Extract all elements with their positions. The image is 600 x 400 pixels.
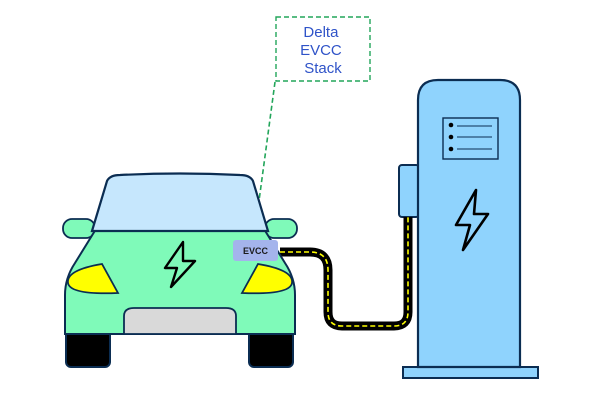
charger-lightning-icon: [454, 188, 490, 252]
electric-car: [62, 172, 298, 368]
charging-cable: [280, 217, 413, 331]
callout-line-2: EVCC: [300, 42, 342, 59]
car-grille: [123, 307, 237, 335]
car-mirror-left: [62, 218, 96, 239]
charger-screen-icon: [442, 117, 499, 160]
callout-box: [275, 16, 371, 82]
car-lightning-icon: [163, 240, 197, 289]
car-mirror-right: [264, 218, 298, 239]
car-tire-left: [65, 329, 111, 368]
charger-holster: [398, 164, 420, 218]
callout-line-1: Delta: [303, 24, 339, 41]
callout-line-3: Stack: [304, 60, 342, 77]
evcc-label: EVCC: [243, 246, 269, 256]
charging-cable-dash: [280, 217, 409, 327]
charger-base: [402, 366, 539, 379]
evcc-module[interactable]: [233, 240, 278, 261]
car-headlight-left: [67, 263, 120, 295]
charging-station: [398, 78, 539, 379]
car-headlight-right: [240, 263, 293, 295]
car-windshield: [90, 172, 270, 233]
callout-label: Delta EVCC Stack: [300, 24, 346, 77]
car-tire-right: [248, 329, 294, 368]
